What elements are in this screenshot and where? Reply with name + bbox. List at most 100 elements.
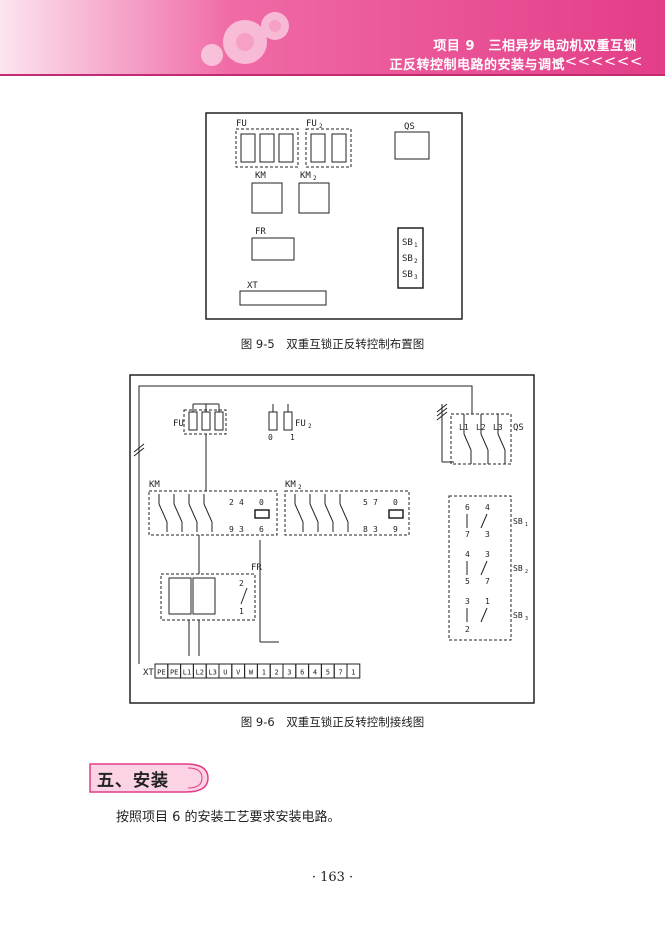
km-aux-terminal: 9 [229,525,234,534]
fuse [240,133,256,163]
fuse [283,411,293,431]
km-contacts [158,494,213,532]
panel-outline [129,374,535,704]
sb1-subscript: 1 [414,242,418,249]
sb3-subscript: 3 [414,274,418,281]
qs-box [394,131,430,160]
xt-terminal-label: 1 [262,669,266,677]
xt-label: XT [143,668,154,678]
sb1-terminal: 6 [465,503,470,512]
sb3-subscript: 3 [525,616,528,622]
fu-group [183,409,227,435]
sb3-label: SB [402,270,413,280]
fu2-subscript: 2 [319,123,323,130]
km-aux-terminal: 2 [229,498,234,507]
km-coil-terminal: 0 [259,498,264,507]
fr-element [192,577,216,615]
xt-terminal-label: 5 [326,669,330,677]
xt-strip [239,290,327,306]
sb2-subscript: 2 [414,258,418,265]
body-paragraph: 按照项目 6 的安装工艺要求安装电路。 [116,810,341,825]
page-header: 项目 9 三相异步电动机双重互锁 正反转控制电路的安装与调试 <<<<<<< [0,0,665,78]
fuse [331,133,347,163]
fr-label: FR [255,227,266,237]
km-label: KM [255,171,266,181]
sb2-terminal: 4 [465,550,470,559]
fr-group [160,573,256,621]
fu-label: FU [236,119,247,129]
fu2-group [305,128,352,168]
km2-group [284,490,410,536]
xt-terminal-label: V [236,669,241,677]
xt-terminal-label: 4 [313,669,317,677]
qs-label: QS [404,122,415,132]
fr-terminal: 1 [239,607,244,616]
sb2-label: SB [513,564,523,573]
km2-box [298,182,330,214]
header-banner [0,0,665,76]
figure-9-5-caption: 图 9-5 双重互锁正反转控制布置图 [240,337,425,351]
km2-coil-terminal: 9 [393,525,398,534]
km2-aux-terminal: 7 [373,498,378,507]
xt-terminal-label: 6 [300,669,304,677]
km2-contacts [294,494,349,532]
xt-terminal-label: L2 [196,669,204,677]
fuse [201,411,211,431]
km2-label: KM [285,480,296,490]
xt-terminal-label: 1 [351,669,355,677]
xt-terminal-label: 7 [338,669,342,677]
km-coil-terminal: 6 [259,525,264,534]
sb2-terminal: 3 [485,550,490,559]
cable-mark [133,443,145,453]
km2-aux-terminal: 5 [363,498,368,507]
xt-terminal-label: 2 [274,669,278,677]
fr-box [251,237,295,261]
header-title-line2: 正反转控制电路的安装与调试 [389,58,565,73]
sb3-terminal: 2 [465,625,470,634]
fuse [259,133,275,163]
km-label: KM [149,480,160,490]
sb-group [448,495,512,641]
header-title-line1: 项目 9 三相异步电动机双重互锁 [433,39,637,54]
fuse [268,411,278,431]
sb2-terminal: 5 [465,577,470,586]
sb1-label: SB [402,238,413,248]
header-arrows: <<<<<<< [551,52,643,70]
km-aux-terminal: 4 [239,498,244,507]
xt-label: XT [247,281,258,291]
sb3-terminal: 1 [485,597,490,606]
xt-terminal-label: 3 [287,669,291,677]
xt-terminal-label: L1 [183,669,191,677]
sb2-label: SB [402,254,413,264]
sb1-terminal: 7 [465,530,470,539]
sb2-terminal: 7 [485,577,490,586]
fu2-terminal: 0 [268,433,273,442]
fuse [214,411,224,431]
fu2-subscript: 2 [308,423,312,430]
sb3-terminal: 3 [465,597,470,606]
km-box [251,182,283,214]
fu2-label: FU [306,119,317,129]
km-coil [254,509,270,519]
km2-coil-terminal: 0 [393,498,398,507]
sb1-terminal: 4 [485,503,490,512]
sb2-subscript: 2 [525,569,528,575]
wiring-diagram: FU FU 2 0 1 QS L1 L2 L3 KM 2 4 9 3 0 6 K… [129,374,535,704]
sb3-label: SB [513,611,523,620]
qs-label: QS [513,423,524,433]
km2-aux-terminal: 8 [363,525,368,534]
sb1-subscript: 1 [525,522,528,528]
km2-subscript: 2 [298,484,302,491]
page-number: · 163 · [311,870,354,885]
sb-box [397,227,424,289]
fr-terminal: 2 [239,579,244,588]
km2-coil [388,509,404,519]
figure-9-6-caption: 图 9-6 双重互锁正反转控制接线图 [240,715,425,729]
xt-terminal-label: L3 [208,669,216,677]
xt-terminal-label: W [249,669,254,677]
sb1-terminal: 3 [485,530,490,539]
fr-element [168,577,192,615]
fu2-terminal: 1 [290,433,295,442]
km2-label: KM [300,171,311,181]
